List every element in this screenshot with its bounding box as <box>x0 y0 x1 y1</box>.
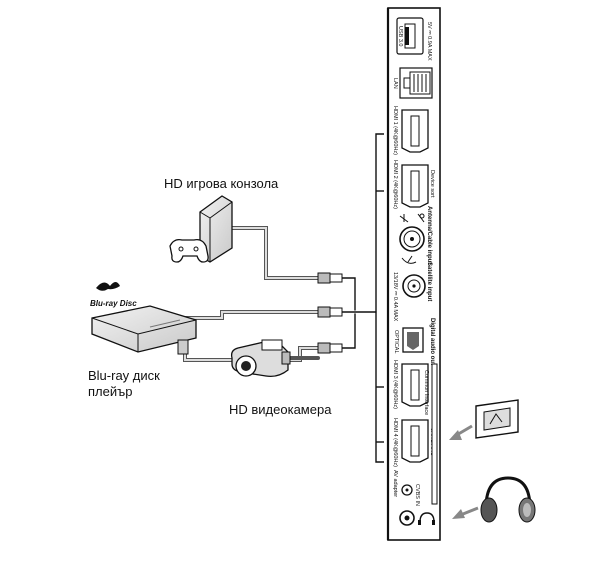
hdmi2-sublabel: Device sort <box>429 170 435 198</box>
ci-slot-icon <box>431 363 438 505</box>
antenna-label: Antenna/Cable input <box>426 206 432 264</box>
satellite-spec: 13/18V ⎓ 0.4A MAX <box>392 272 398 322</box>
ci-card-icon <box>475 399 519 439</box>
hdmi-port-icon <box>401 419 429 463</box>
cables <box>183 226 377 362</box>
headphones-icon <box>480 476 536 523</box>
digital-audio-sublabel: OPTICAL <box>393 330 399 354</box>
av-adapter-jack-icon <box>401 484 413 496</box>
game-console-label: HD игрова конзола <box>164 176 279 191</box>
satellite-jack-icon <box>401 255 426 298</box>
hdmi-bracket <box>375 133 384 463</box>
common-interface-label: Common Interface <box>423 370 429 415</box>
hdmi1-label: HDMI 1 (4K@60Hz) <box>392 106 398 155</box>
lan-port-icon <box>399 67 433 99</box>
headphone-jack-icon <box>399 510 435 526</box>
game-console-icon <box>199 195 233 263</box>
hdmi3-label: HDMI 3 (4K@60Hz) <box>392 360 398 409</box>
usb-spec: 5V ⎓ 0.9A MAX <box>426 22 432 61</box>
bluray-logo-text: Blu-ray Disc <box>90 299 137 308</box>
hdmi-plug-top <box>317 272 343 284</box>
hdmi-port-icon <box>401 109 429 153</box>
usb-port-icon <box>396 17 424 55</box>
satellite-label: Satellite input <box>426 262 432 301</box>
lan-label: LAN <box>392 78 398 89</box>
hdmi-plug-mid <box>317 306 343 318</box>
av-adapter-label: AV adapter <box>392 470 398 497</box>
arrow-icon <box>452 506 479 519</box>
optical-port-icon <box>402 327 424 353</box>
usb-label: USB 3.0 <box>397 26 403 46</box>
gamepad-icon <box>169 238 209 263</box>
arrow-icon <box>449 424 473 440</box>
camcorder-icon <box>230 339 291 378</box>
bluray-logo-icon: Blu-ray Disc <box>90 282 137 308</box>
camcorder-label: HD видеокамера <box>229 402 332 417</box>
hdmi-port-icon <box>401 363 429 407</box>
antenna-jack-icon <box>399 213 425 252</box>
hdmi-port-icon <box>401 164 429 208</box>
hdmi-plug-bottom <box>317 342 343 354</box>
bluray-player-icon <box>91 305 197 355</box>
hdmi4-label: HDMI 4 (4K@60Hz) <box>392 418 398 467</box>
hdmi2-label: HDMI 2 (4K@60Hz) <box>392 160 398 209</box>
digital-audio-label: Digital audio out <box>429 318 435 365</box>
bluray-player-label: Blu-ray диск плейър <box>88 368 160 399</box>
av-adapter-sublabel: CVBS IN <box>414 484 420 506</box>
